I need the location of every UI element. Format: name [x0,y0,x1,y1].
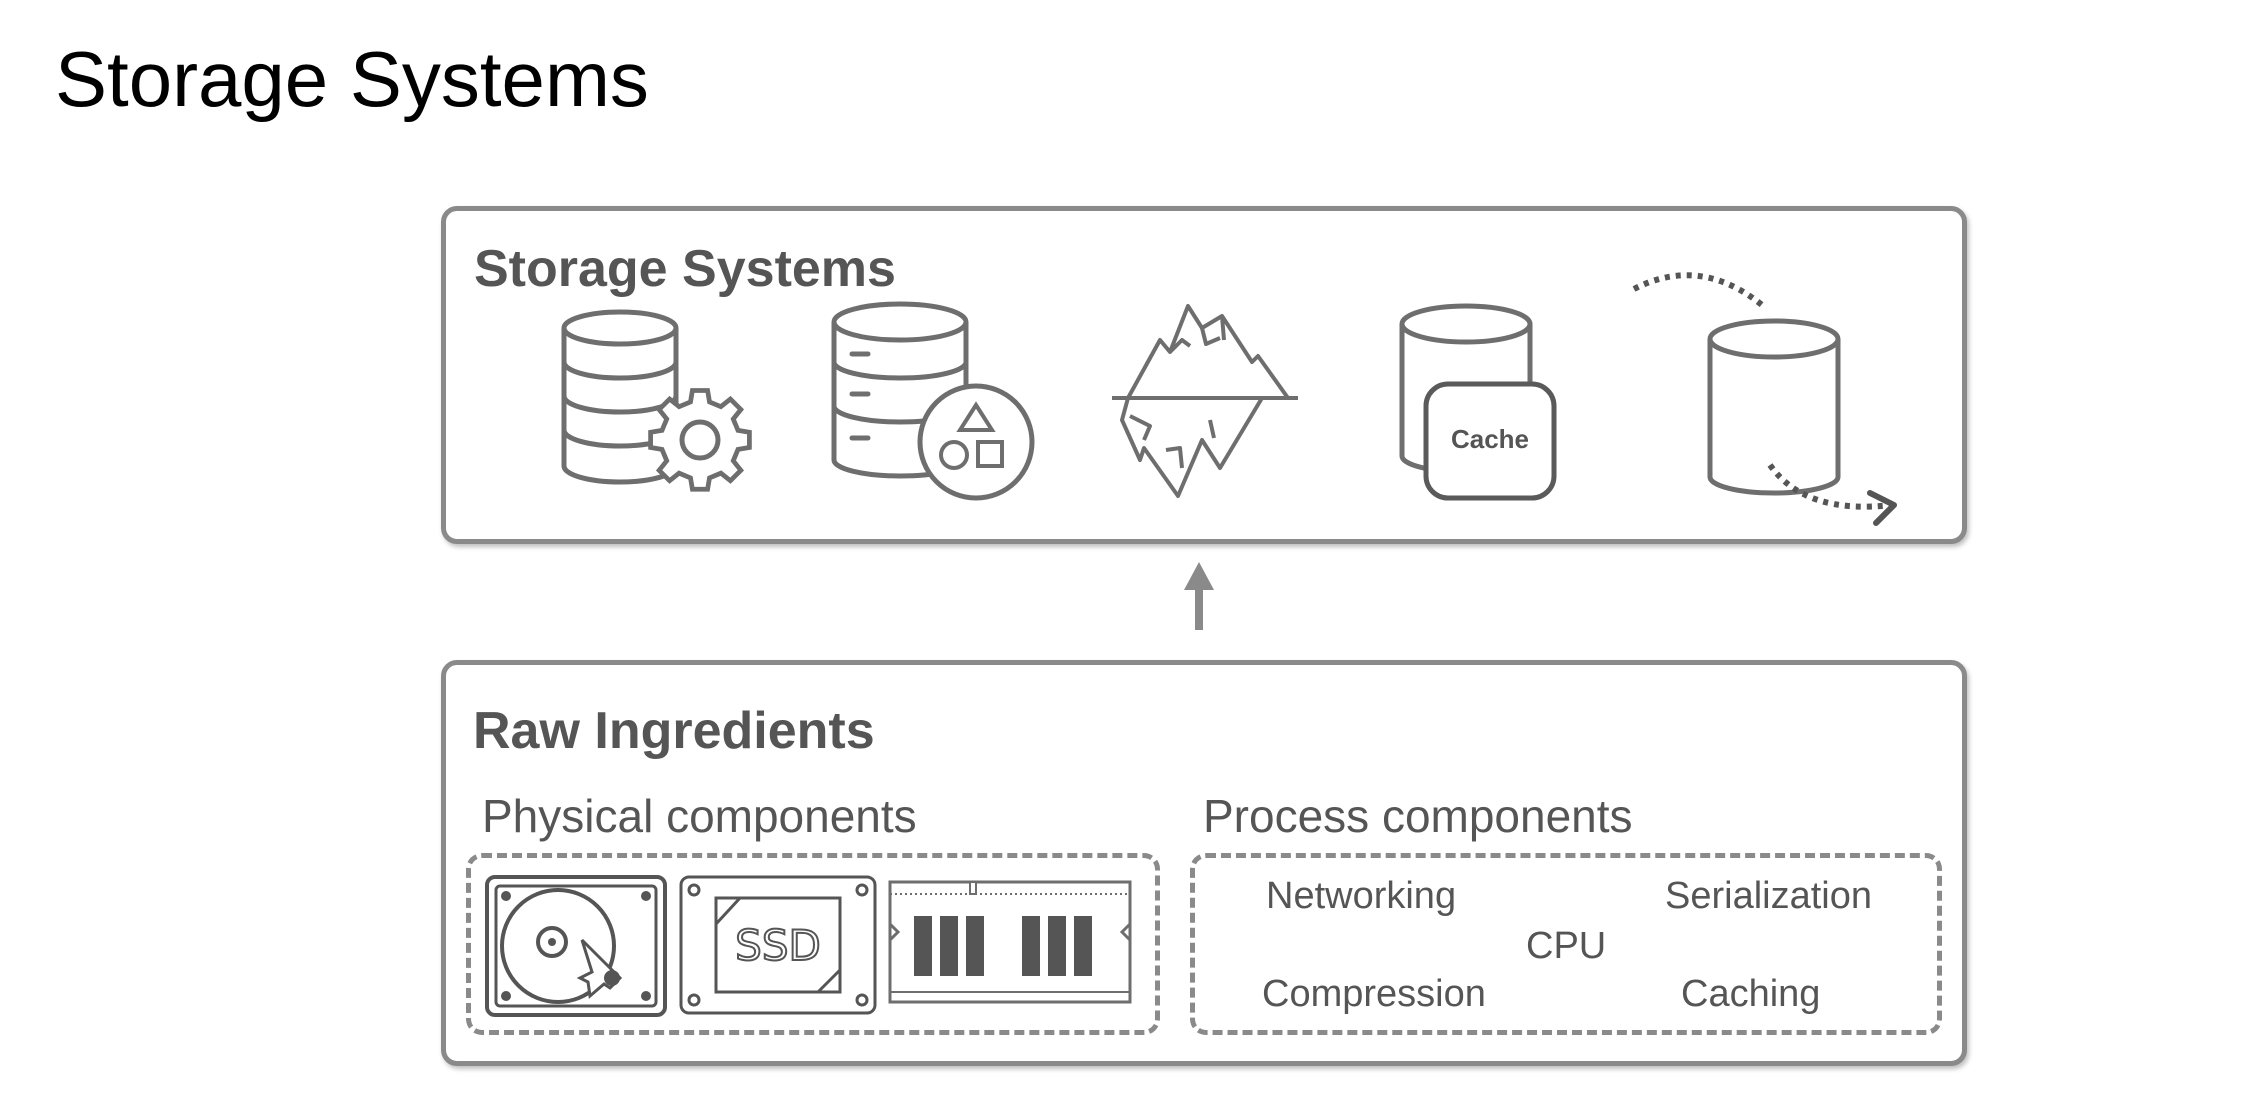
database-gear-icon [561,309,752,492]
process-item-cpu: CPU [1526,925,1607,967]
process-item-serialization: Serialization [1665,875,1872,917]
ssd-icon: SSD [679,875,877,1015]
process-components-group [1190,853,1942,1035]
process-components-heading: Process components [1203,790,1633,842]
database-flow-icon [1632,272,1897,526]
iceberg-icon [1112,304,1298,498]
ssd-label: SSD [735,921,821,970]
raw-ingredients-title: Raw Ingredients [473,702,875,760]
hard-drive-icon [485,875,667,1017]
cache-label: Cache [1451,424,1529,454]
page-title: Storage Systems [55,35,649,123]
process-item-networking: Networking [1266,875,1457,917]
process-item-caching: Caching [1681,973,1821,1015]
database-shapes-icon [831,301,1035,501]
up-arrow-icon [1184,562,1214,630]
physical-components-group [466,853,1160,1035]
raw-ingredients-box: Raw Ingredients Physical components Proc… [441,660,1967,1066]
ram-icon [888,880,1132,1004]
process-item-compression: Compression [1262,973,1486,1015]
database-cache-icon: Cache [1399,303,1557,501]
storage-systems-title: Storage Systems [474,240,896,298]
physical-components-heading: Physical components [482,790,917,842]
